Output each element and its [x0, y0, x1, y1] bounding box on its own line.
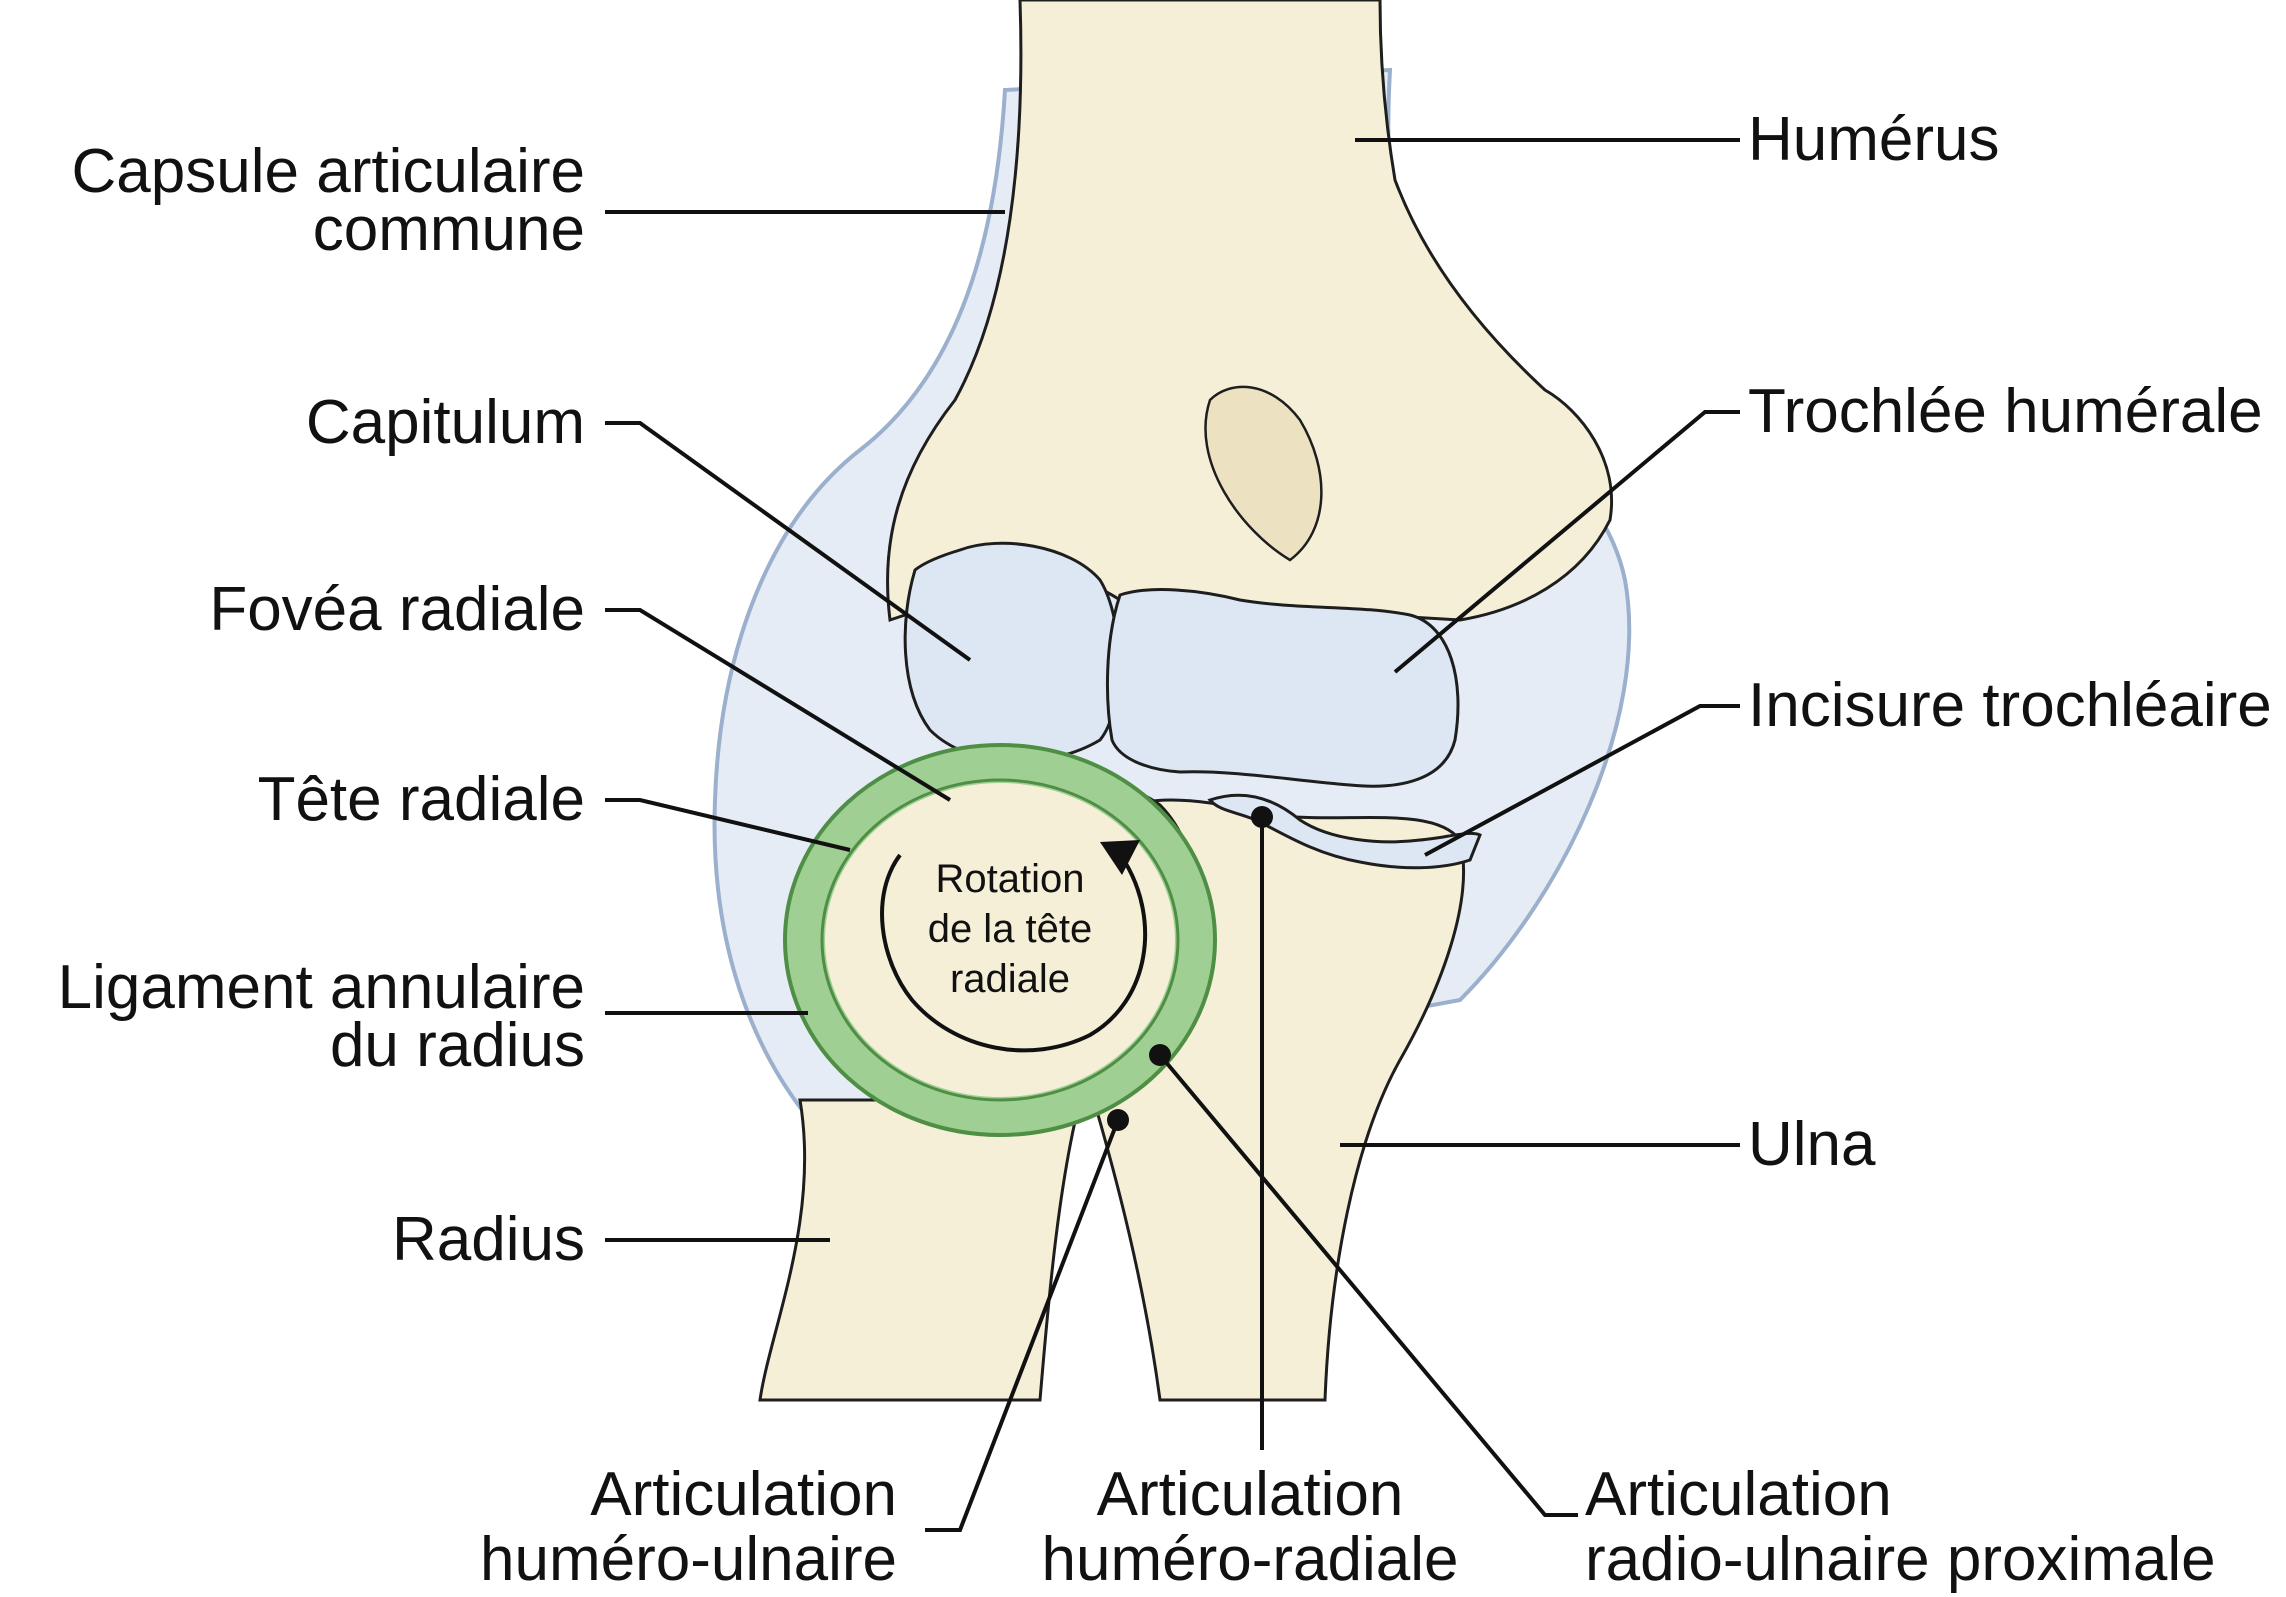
- label-tete: Tête radiale: [258, 765, 585, 834]
- leader-capitulum: [605, 421, 972, 662]
- rotation-arrowhead-icon: [1100, 840, 1140, 875]
- dot-art-ru: [1149, 1044, 1171, 1066]
- label-fovea: Fovéa radiale: [209, 575, 585, 644]
- label-art-hr-line1: Articulation: [1097, 1460, 1404, 1529]
- leader-fovea: [605, 608, 952, 802]
- rotation-text-line3: radiale: [950, 957, 1070, 1001]
- annular-ligament-inner-edge: [820, 778, 1180, 1102]
- dot-art-hr: [1251, 806, 1273, 828]
- label-capsule-line1: Capsule articulaire: [72, 137, 585, 206]
- label-ulna: Ulna: [1748, 1110, 1876, 1179]
- humerus-fossa-shading: [1204, 385, 1323, 562]
- radial-head-visible: [825, 783, 1175, 1097]
- label-art-hu-line2: huméro-ulnaire: [480, 1525, 897, 1594]
- humerus-bone: [886, 0, 1613, 623]
- rotation-arrow: [880, 853, 1148, 1053]
- label-art-ru-line2: radio-ulnaire proximale: [1585, 1525, 2216, 1594]
- leader-trochlee: [1393, 410, 1740, 674]
- label-humerus: Humérus: [1748, 105, 2000, 174]
- capitulum-cartilage: [903, 541, 1121, 763]
- label-trochlee: Trochlée humérale: [1748, 377, 2263, 446]
- label-art-hr-line2: huméro-radiale: [1042, 1525, 1459, 1594]
- label-capitulum: Capitulum: [306, 388, 585, 457]
- dot-art-hu: [1107, 1109, 1129, 1131]
- leader-art-hu: [925, 1119, 1120, 1532]
- label-capsule-line2: commune: [313, 195, 585, 264]
- leader-art-ru: [1158, 1053, 1578, 1517]
- trochlear-notch-cartilage: [1207, 793, 1482, 870]
- leader-tete: [605, 798, 851, 852]
- label-radius: Radius: [392, 1205, 585, 1274]
- rotation-text-line2: de la tête: [928, 907, 1093, 951]
- label-art-hu-line1: Articulation: [590, 1460, 897, 1529]
- radius-bone: [758, 1098, 1082, 1402]
- label-ligament-line1: Ligament annulaire: [58, 953, 585, 1022]
- label-ligament-line2: du radius: [330, 1011, 585, 1080]
- label-art-ru-line1: Articulation: [1585, 1460, 1892, 1529]
- trochlea-cartilage: [1105, 588, 1460, 788]
- leader-lines: [605, 138, 1740, 1532]
- leader-incisure: [1424, 704, 1740, 857]
- rotation-text-line1: Rotation: [936, 857, 1085, 901]
- label-incisure: Incisure trochléaire: [1748, 671, 2272, 740]
